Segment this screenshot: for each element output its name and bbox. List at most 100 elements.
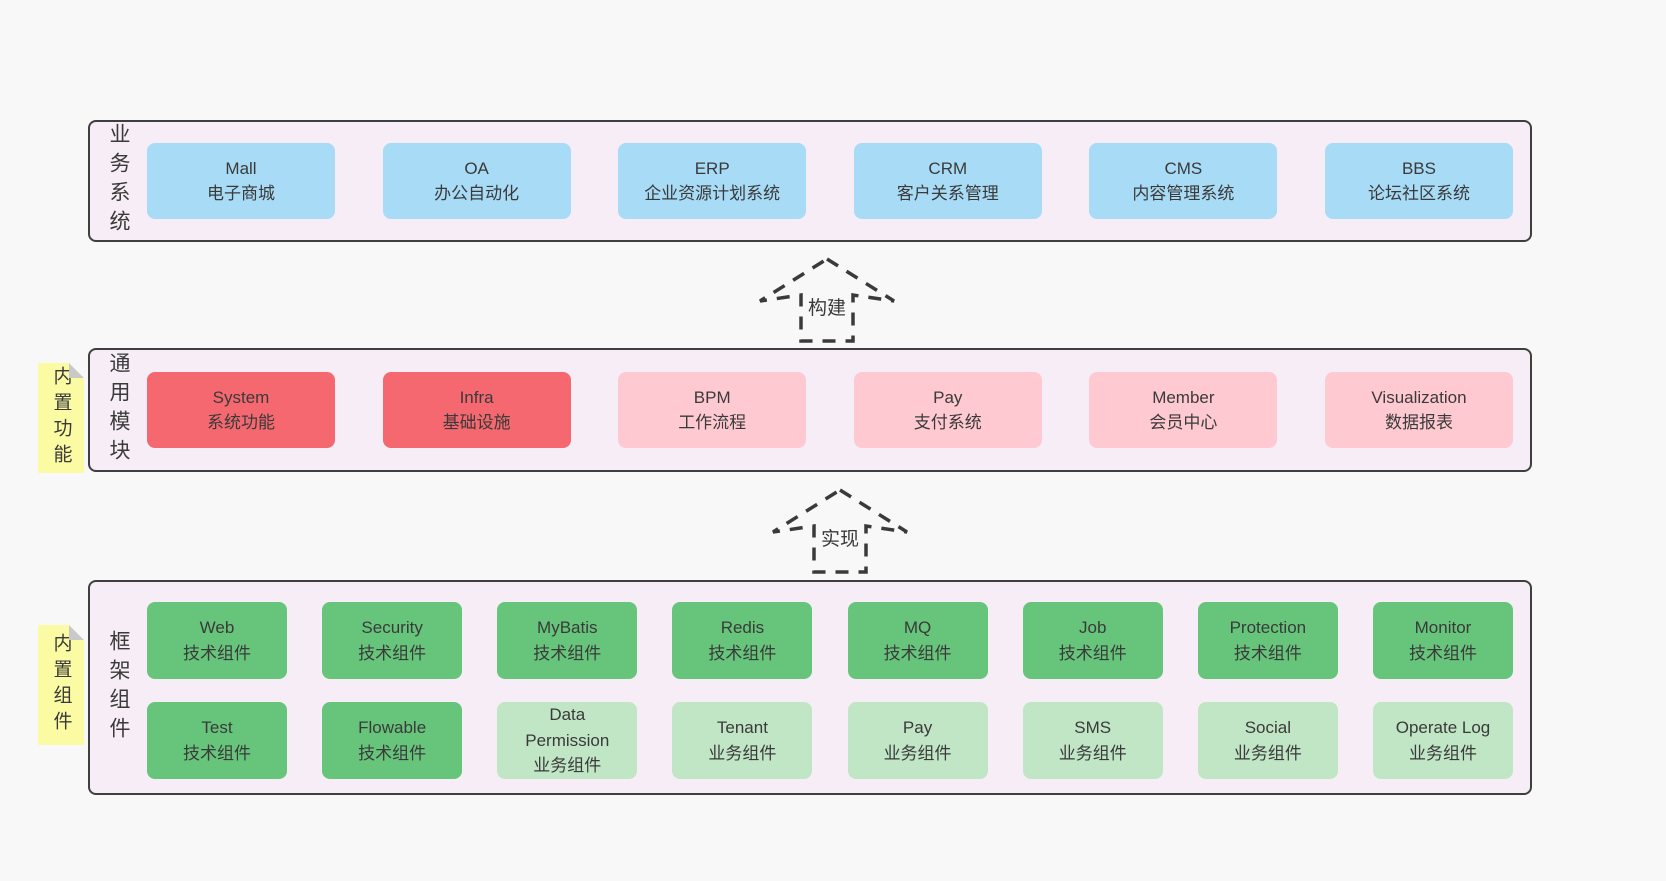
arrow-build: 构建 bbox=[757, 256, 897, 344]
component-box-test: Test 技术组件 bbox=[147, 702, 287, 779]
box-subtitle: 技术组件 bbox=[708, 643, 777, 663]
box-title: Security bbox=[361, 618, 423, 637]
component-box-operate-log: Operate Log 业务组件 bbox=[1372, 702, 1513, 779]
box-title: Mall bbox=[225, 158, 257, 178]
component-box-web: Web 技术组件 bbox=[147, 602, 287, 679]
up-arrow-icon bbox=[772, 487, 908, 574]
up-arrow-icon bbox=[759, 256, 895, 343]
box-subtitle: 内容管理系统 bbox=[1132, 184, 1235, 203]
framework-row-1: Web 技术组件 Security 技术组件 MyBatis 技术组件 Redi… bbox=[147, 602, 1513, 679]
box-title: SMS bbox=[1074, 718, 1112, 737]
component-box-job: Job 技术组件 bbox=[1022, 602, 1163, 679]
box-subtitle: 技术组件 bbox=[883, 643, 952, 663]
box-title: Member bbox=[1152, 387, 1215, 407]
note-fold-corner bbox=[69, 625, 84, 640]
box-title: MQ bbox=[903, 618, 932, 637]
module-box-crm: CRM 客户关系管理 bbox=[853, 143, 1042, 219]
layer-label-text: 业务系统 bbox=[107, 123, 130, 239]
common-boxes-row: System 系统功能 Infra 基础设施 BPM 工作流程 Pay 支付系统… bbox=[147, 350, 1530, 470]
box-title: Tenant bbox=[716, 718, 768, 737]
box-subtitle: 数据报表 bbox=[1384, 413, 1453, 432]
component-box-data-permission: Data Permission 业务组件 bbox=[497, 702, 638, 779]
module-box-mall: Mall 电子商城 bbox=[147, 143, 335, 219]
arrow-label: 实现 bbox=[817, 524, 863, 551]
box-subtitle: 业务组件 bbox=[1408, 743, 1477, 763]
layer-label-text: 框架组件 bbox=[107, 629, 130, 746]
box-subtitle: 客户关系管理 bbox=[896, 184, 999, 203]
module-box-cms: CMS 内容管理系统 bbox=[1089, 143, 1278, 219]
box-title: MyBatis bbox=[537, 618, 598, 637]
box-subtitle: 技术组件 bbox=[358, 643, 427, 663]
box-subtitle: 电子商城 bbox=[207, 184, 275, 203]
note-built-in-features: 内置功能 bbox=[38, 363, 84, 473]
box-subtitle: 办公自动化 bbox=[434, 184, 520, 203]
box-title: Monitor bbox=[1414, 618, 1472, 637]
component-box-sms: SMS 业务组件 bbox=[1022, 702, 1163, 779]
box-subtitle: 技术组件 bbox=[1058, 643, 1127, 663]
layer-label-business-systems: 业务系统 bbox=[90, 122, 147, 240]
box-title: Visualization bbox=[1371, 387, 1467, 407]
layer-label-text: 通用模块 bbox=[107, 352, 130, 468]
layer-label-framework-components: 框架组件 bbox=[90, 582, 147, 793]
box-subtitle: 技术组件 bbox=[358, 743, 427, 763]
arrow-implement: 实现 bbox=[770, 487, 910, 575]
module-box-pay: Pay 支付系统 bbox=[853, 372, 1042, 448]
module-box-erp: ERP 企业资源计划系统 bbox=[618, 143, 807, 219]
box-title: Flowable bbox=[358, 718, 427, 737]
box-subtitle: 业务组件 bbox=[533, 756, 602, 776]
box-subtitle: 技术组件 bbox=[183, 743, 251, 763]
component-box-security: Security 技术组件 bbox=[322, 602, 463, 679]
component-box-flowable: Flowable 技术组件 bbox=[322, 702, 463, 779]
box-subtitle: 业务组件 bbox=[883, 743, 952, 763]
box-subtitle: 支付系统 bbox=[913, 413, 982, 432]
module-box-visualization: Visualization 数据报表 bbox=[1324, 372, 1513, 448]
layer-business-systems: 业务系统 Mall 电子商城 OA 办公自动化 ERP 企业资源计划系统 CRM… bbox=[88, 120, 1532, 242]
component-box-mq: MQ 技术组件 bbox=[847, 602, 988, 679]
module-box-bpm: BPM 工作流程 bbox=[618, 372, 807, 448]
box-title: OA bbox=[464, 158, 489, 178]
framework-boxes-rows: Web 技术组件 Security 技术组件 MyBatis 技术组件 Redi… bbox=[147, 582, 1530, 793]
note-text: 内置功能 bbox=[50, 366, 72, 470]
module-box-member: Member 会员中心 bbox=[1089, 372, 1278, 448]
framework-row-2: Test 技术组件 Flowable 技术组件 Data Permission … bbox=[147, 702, 1513, 779]
box-title: Social bbox=[1244, 718, 1291, 737]
box-title: Test bbox=[201, 718, 233, 737]
module-box-oa: OA 办公自动化 bbox=[382, 143, 571, 219]
box-title: CMS bbox=[1164, 158, 1203, 178]
box-subtitle: 业务组件 bbox=[1233, 743, 1302, 763]
box-subtitle: 技术组件 bbox=[1233, 643, 1302, 663]
box-title: Job bbox=[1078, 618, 1107, 637]
component-box-tenant: Tenant 业务组件 bbox=[672, 702, 813, 779]
box-title: ERP bbox=[694, 158, 730, 178]
component-box-mybatis: MyBatis 技术组件 bbox=[497, 602, 638, 679]
box-title: Infra bbox=[459, 387, 494, 407]
layer-label-common-modules: 通用模块 bbox=[90, 350, 147, 470]
box-title: System bbox=[212, 387, 270, 407]
box-subtitle: 技术组件 bbox=[183, 643, 251, 663]
box-title: Pay bbox=[933, 387, 963, 407]
note-built-in-components: 内置组件 bbox=[38, 625, 84, 745]
box-title: Redis bbox=[720, 618, 765, 637]
component-box-protection: Protection 技术组件 bbox=[1197, 602, 1338, 679]
box-subtitle: 企业资源计划系统 bbox=[644, 184, 781, 203]
box-title: CRM bbox=[928, 158, 968, 178]
component-box-pay: Pay 业务组件 bbox=[847, 702, 988, 779]
box-title: BPM bbox=[693, 387, 731, 407]
box-subtitle: 业务组件 bbox=[1058, 743, 1127, 763]
module-box-infra: Infra 基础设施 bbox=[382, 372, 571, 448]
layer-framework-components: 框架组件 Web 技术组件 Security 技术组件 MyBatis 技术组件… bbox=[88, 580, 1532, 795]
box-subtitle: 工作流程 bbox=[678, 413, 747, 432]
arrow-label: 构建 bbox=[804, 293, 850, 320]
box-subtitle: 系统功能 bbox=[207, 413, 275, 432]
box-title: Protection bbox=[1229, 618, 1307, 637]
box-title: Pay bbox=[902, 718, 933, 737]
box-subtitle: 技术组件 bbox=[533, 643, 602, 663]
note-fold-corner bbox=[69, 363, 84, 378]
business-boxes-row: Mall 电子商城 OA 办公自动化 ERP 企业资源计划系统 CRM 客户关系… bbox=[147, 122, 1530, 240]
box-title: BBS bbox=[1401, 158, 1436, 178]
note-text: 内置组件 bbox=[50, 633, 72, 737]
module-box-bbs: BBS 论坛社区系统 bbox=[1324, 143, 1513, 219]
box-subtitle: 论坛社区系统 bbox=[1367, 184, 1470, 203]
component-box-social: Social 业务组件 bbox=[1197, 702, 1338, 779]
box-title: Operate Log bbox=[1395, 718, 1491, 737]
